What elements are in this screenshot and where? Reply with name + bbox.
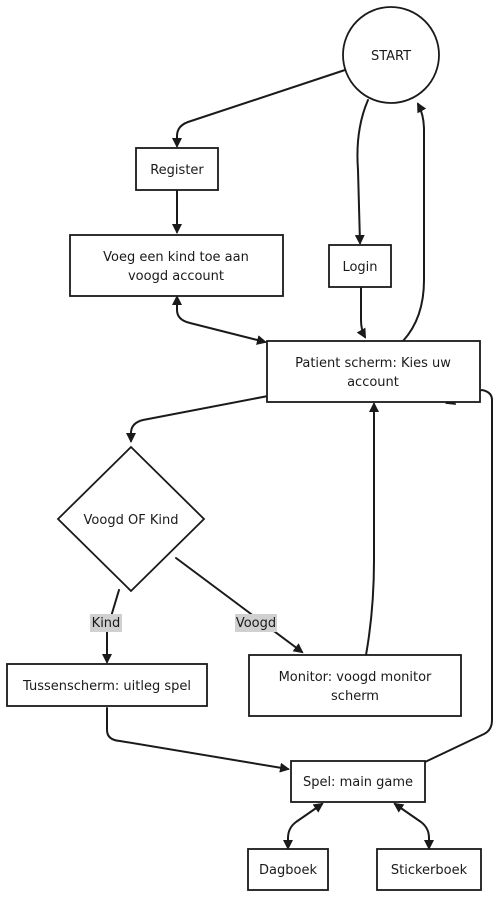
edge-login-patient xyxy=(356,286,366,339)
node-voeg-kind: Voeg een kind toe aan voogd account xyxy=(69,234,284,297)
edge-label-kind: Kind xyxy=(90,614,122,632)
node-login-label: Login xyxy=(342,260,377,275)
node-register-label: Register xyxy=(150,163,204,178)
edge-tussenscherm-spel xyxy=(106,707,290,773)
node-spel: Spel: main game xyxy=(290,760,426,803)
node-patient-label-line1: Patient scherm: Kies uw xyxy=(295,356,451,371)
node-start-label: START xyxy=(371,49,411,64)
edge-label-voogd: Voogd xyxy=(235,614,277,632)
node-stickerboek: Stickerboek xyxy=(376,848,482,891)
node-monitor-label-line2: scherm xyxy=(331,689,379,704)
edge-start-register xyxy=(172,69,346,148)
node-tussenscherm-label: Tussenscherm: uitleg spel xyxy=(22,679,191,694)
node-tussenscherm: Tussenscherm: uitleg spel xyxy=(6,663,208,707)
node-stickerboek-label: Stickerboek xyxy=(391,863,468,878)
edge-spel-patient xyxy=(424,389,493,763)
edge-label-kind-text: Kind xyxy=(92,616,121,631)
edge-patient-decision xyxy=(126,395,269,443)
node-voeg-kind-label-line2: voogd account xyxy=(128,269,224,284)
node-monitor-label-line1: Monitor: voogd monitor xyxy=(279,670,432,685)
node-decision: Voogd OF Kind xyxy=(56,445,206,593)
node-decision-label: Voogd OF Kind xyxy=(84,513,179,528)
node-patient-scherm: Patient scherm: Kies uw account xyxy=(266,340,481,403)
edges xyxy=(102,69,493,850)
node-register: Register xyxy=(135,147,219,191)
node-dagboek: Dagboek xyxy=(247,848,329,891)
edge-start-login xyxy=(354,99,369,245)
edge-patient-start xyxy=(402,102,427,342)
node-login: Login xyxy=(328,244,392,288)
node-spel-label: Spel: main game xyxy=(303,775,413,790)
edge-spel-dagboek xyxy=(283,802,324,850)
node-start: START xyxy=(342,6,440,104)
node-dagboek-label: Dagboek xyxy=(259,863,317,878)
edge-spel-stickerboek xyxy=(393,802,434,850)
node-voeg-kind-label-line1: Voeg een kind toe aan xyxy=(103,250,249,265)
edge-monitor-patient xyxy=(365,402,379,656)
edge-voeg-patient xyxy=(172,295,267,345)
node-patient-label-line2: account xyxy=(347,375,399,390)
edge-label-voogd-text: Voogd xyxy=(236,616,276,631)
node-monitor: Monitor: voogd monitor scherm xyxy=(248,654,462,717)
edge-decision-monitor xyxy=(175,557,304,654)
